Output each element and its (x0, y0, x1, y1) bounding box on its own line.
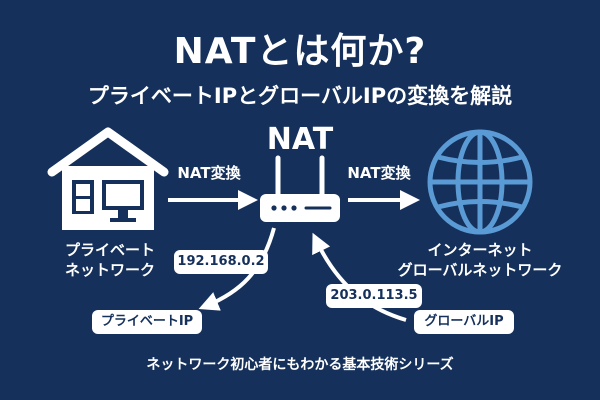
global-ip-address-badge: 203.0.113.5 (326, 284, 422, 308)
page-title: NATとは何か? (173, 31, 427, 72)
house-icon (47, 127, 169, 230)
internet-line1: インターネット (427, 241, 533, 259)
router-icon (260, 155, 340, 222)
arrow-left-label: NAT変換 (177, 164, 241, 182)
private-ip-address-badge: 192.168.0.2 (174, 250, 268, 274)
nat-label: NAT (266, 122, 334, 157)
arrow-to-private-ip (198, 227, 276, 311)
page-subtitle: プライベートIPとグローバルIPの変換を解説 (87, 84, 513, 108)
private-network-line1: プライベート (64, 241, 155, 259)
internet-line2: グローバルネットワーク (397, 261, 563, 279)
private-network-caption: プライベート ネットワーク (40, 240, 180, 280)
globe-icon (427, 129, 533, 235)
internet-caption: インターネット グローバルネットワーク (390, 240, 570, 280)
arrow-right-label: NAT変換 (347, 164, 411, 182)
private-ip-label-badge: プライベートIP (92, 310, 202, 334)
footer-text: ネットワーク初心者にもわかる基本技術シリーズ (146, 357, 454, 373)
private-network-line2: ネットワーク (64, 261, 155, 279)
global-ip-label-badge: グローバルIP (414, 310, 514, 334)
